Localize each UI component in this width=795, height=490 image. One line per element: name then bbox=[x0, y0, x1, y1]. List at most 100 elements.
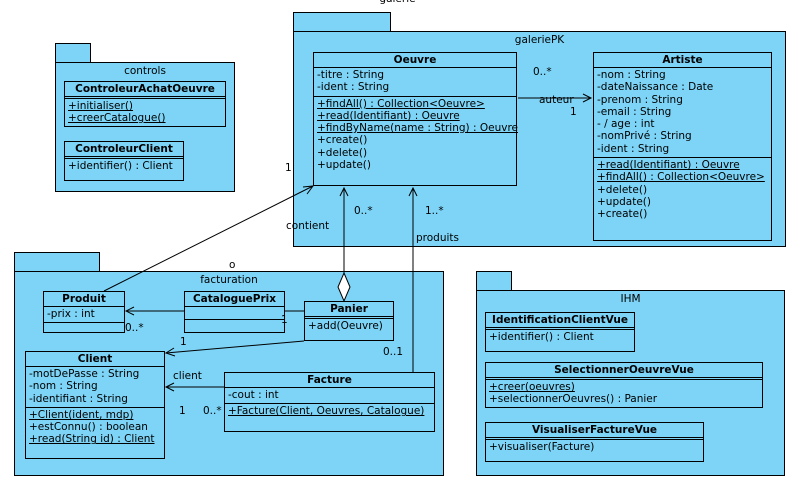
operation: +delete() bbox=[597, 183, 648, 196]
aggregation-diamond bbox=[337, 271, 351, 303]
operations: +initialiser() +creerCatalogue() bbox=[65, 99, 225, 127]
label-oeuvre-artiste-mult: 0..* bbox=[533, 66, 552, 78]
class-name: IdentificationClientVue bbox=[486, 313, 634, 328]
attribute: -email : String bbox=[597, 105, 672, 118]
operation: +identifier() : Client bbox=[68, 160, 173, 172]
arrowhead-client-from-facture bbox=[164, 382, 175, 392]
operations: +identifier() : Client bbox=[486, 330, 634, 345]
arrowhead-oeuvre-from-facture bbox=[408, 186, 418, 197]
class-produit[interactable]: Produit -prix : int bbox=[43, 291, 125, 333]
diagram-title: galerie bbox=[0, 0, 795, 5]
class-name: Facture bbox=[225, 373, 434, 388]
class-name: SelectionnerOeuvreVue bbox=[486, 363, 762, 378]
class-identification-client-vue[interactable]: IdentificationClientVue +identifier() : … bbox=[485, 312, 635, 352]
attribute: -nom : String bbox=[29, 380, 98, 393]
operation: +update() bbox=[597, 195, 651, 208]
attributes: -cout : int bbox=[225, 388, 434, 405]
operations: +read(Identifiant) : Oeuvre +findAll() :… bbox=[594, 158, 771, 222]
operation: +update() bbox=[317, 159, 371, 172]
attributes bbox=[305, 317, 393, 319]
link-panier-client bbox=[165, 340, 305, 354]
package-name: galeriePK bbox=[514, 34, 565, 46]
label-catalogue-panier-one: 1 bbox=[281, 314, 288, 326]
label-contient: contient bbox=[286, 220, 330, 232]
attributes bbox=[486, 438, 703, 440]
class-controleur-client[interactable]: ControleurClient +identifier() : Client bbox=[64, 141, 184, 181]
class-name: Client bbox=[26, 352, 164, 367]
operation: +add(Oeuvre) bbox=[308, 320, 383, 332]
operation: +selectionnerOeuvres() : Panier bbox=[489, 393, 658, 406]
label-auteur: auteur bbox=[539, 94, 574, 106]
operation: +visualiser(Facture) bbox=[489, 441, 595, 453]
attribute: -cout : int bbox=[228, 389, 279, 401]
label-panier-client-one: 1 bbox=[180, 336, 187, 348]
label-produit-oeuvre-one: 1 bbox=[285, 162, 292, 174]
arrowhead-client-from-panier bbox=[164, 347, 176, 357]
label-contient-mult: 0..* bbox=[354, 205, 373, 217]
class-client[interactable]: Client -motDePasse : String -nom : Strin… bbox=[25, 351, 165, 459]
label-stray-o: o bbox=[229, 259, 236, 271]
label-produits: produits bbox=[416, 232, 459, 244]
operation: +read(Identifiant) : Oeuvre bbox=[317, 109, 460, 122]
operation: +findByName(name : String) : Oeuvre bbox=[317, 122, 518, 135]
attribute: -identifiant : String bbox=[29, 392, 128, 405]
class-name: CataloguePrix bbox=[185, 292, 284, 307]
class-oeuvre[interactable]: Oeuvre -titre : String -ident : String +… bbox=[313, 52, 518, 186]
attribute: - / age : int bbox=[597, 118, 655, 131]
operations: +Client(ident, mdp) +estConnu() : boolea… bbox=[26, 408, 164, 448]
attribute: -nomPrivé : String bbox=[597, 130, 692, 143]
label-catalogue-produit-mult: 0..* bbox=[125, 322, 144, 334]
attributes bbox=[486, 378, 762, 380]
operations: +Facture(Client, Oeuvres, Catalogue) bbox=[225, 404, 434, 419]
class-catalogue-prix[interactable]: CataloguePrix bbox=[184, 291, 285, 333]
attributes: -motDePasse : String -nom : String -iden… bbox=[26, 367, 164, 408]
attribute: -motDePasse : String bbox=[29, 368, 140, 380]
attribute: -ident : String bbox=[597, 142, 670, 155]
label-client-one: 1 bbox=[179, 405, 186, 417]
class-name: Oeuvre bbox=[314, 53, 516, 68]
operations: +creer(oeuvres) +selectionnerOeuvres() :… bbox=[486, 380, 762, 408]
package-name: IHM bbox=[620, 293, 641, 305]
attribute: -prenom : String bbox=[597, 93, 683, 106]
class-controleur-achat-oeuvre[interactable]: ControleurAchatOeuvre +initialiser() +cr… bbox=[64, 81, 226, 127]
arrowhead-produit bbox=[124, 306, 135, 316]
operation: +Client(ident, mdp) bbox=[29, 408, 134, 421]
label-client: client bbox=[173, 370, 202, 382]
operation: +read(Identifiant) : Oeuvre bbox=[597, 159, 740, 172]
label-client-facture-mult: 0..* bbox=[203, 405, 222, 417]
link-produit-oeuvre bbox=[103, 185, 314, 292]
class-facture[interactable]: Facture -cout : int +Facture(Client, Oeu… bbox=[224, 372, 435, 432]
attributes: -prix : int bbox=[44, 307, 124, 324]
operations: +visualiser(Facture) bbox=[486, 440, 703, 455]
operation: +findAll() : Collection<Oeuvre> bbox=[597, 171, 765, 184]
class-artiste[interactable]: Artiste -nom : String -dateNaissance : D… bbox=[593, 52, 772, 241]
arrowhead-oeuvre-from-panier bbox=[339, 186, 349, 197]
operation: +creerCatalogue() bbox=[68, 112, 166, 125]
class-name: ControleurAchatOeuvre bbox=[65, 82, 225, 97]
operation: +read(String id) : Client bbox=[29, 433, 155, 446]
label-produits-mult: 1..* bbox=[425, 205, 444, 217]
operation: +creer(oeuvres) bbox=[489, 381, 575, 393]
class-visualiser-facture-vue[interactable]: VisualiserFactureVue +visualiser(Facture… bbox=[485, 422, 704, 462]
package-name: controls bbox=[124, 65, 166, 77]
attribute: -ident : String bbox=[317, 81, 390, 94]
operation: +estConnu() : boolean bbox=[29, 421, 148, 434]
attributes: -nom : String -dateNaissance : Date -pre… bbox=[594, 68, 771, 159]
class-name: VisualiserFactureVue bbox=[486, 423, 703, 438]
operations: +identifier() : Client bbox=[65, 159, 183, 174]
arrowhead-oeuvre-from-produit bbox=[302, 185, 315, 195]
class-panier[interactable]: Panier +add(Oeuvre) bbox=[304, 301, 394, 341]
class-name: Panier bbox=[305, 302, 393, 317]
attributes bbox=[185, 307, 284, 320]
attribute: -titre : String bbox=[317, 69, 385, 81]
operation: +delete() bbox=[317, 146, 368, 159]
class-name: Produit bbox=[44, 292, 124, 307]
class-name: Artiste bbox=[594, 53, 771, 68]
class-selectionner-oeuvre-vue[interactable]: SelectionnerOeuvreVue +creer(oeuvres) +s… bbox=[485, 362, 763, 408]
label-oeuvre-artiste-one: 1 bbox=[570, 106, 577, 118]
package-name: facturation bbox=[200, 274, 258, 286]
operation: +create() bbox=[317, 134, 368, 147]
operations: +findAll() : Collection<Oeuvre> +read(Id… bbox=[314, 97, 518, 174]
attributes: -titre : String -ident : String bbox=[314, 68, 516, 97]
